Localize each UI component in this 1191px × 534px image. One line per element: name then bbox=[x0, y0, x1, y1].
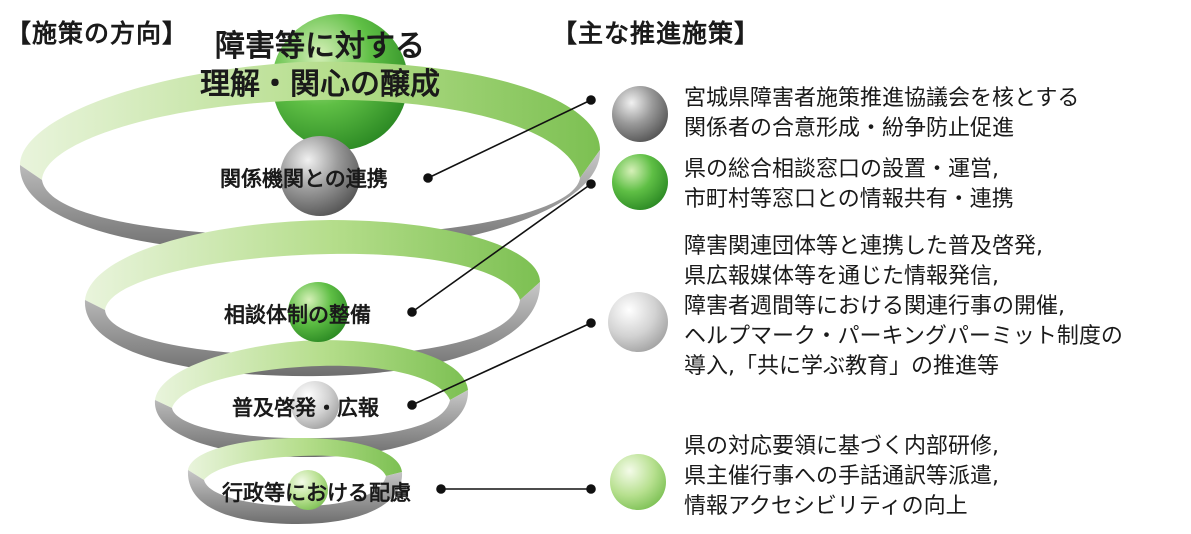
measure-1-line-1: 宮城県障害者施策推進協議会を核とする bbox=[684, 86, 1080, 111]
level-3-sphere bbox=[291, 381, 339, 429]
header-main-measures: 【主な推進施策】 bbox=[552, 19, 761, 48]
spiral-loop-2 bbox=[84, 220, 541, 377]
measure-2-sphere bbox=[612, 154, 668, 210]
level-1-sphere bbox=[280, 136, 360, 216]
level-3-label: 普及啓発・広報 bbox=[232, 396, 379, 420]
connector-dot-left-1 bbox=[423, 173, 433, 183]
goal-line-2: 理解・関心の醸成 bbox=[200, 67, 440, 102]
measure-3-text: 障害関連団体等と連携した普及啓発, 県広報媒体等を通じた情報発信, 障害者週間等… bbox=[684, 232, 1123, 382]
measure-4-sphere bbox=[610, 454, 666, 510]
measure-3-line-4: ヘルプマーク・パーキングパーミット制度の bbox=[684, 324, 1123, 349]
connectors bbox=[407, 95, 596, 494]
connector-dot-left-3 bbox=[407, 400, 417, 410]
measure-2-line-1: 県の総合相談窓口の設置・運営, bbox=[684, 157, 999, 182]
measure-3-line-2: 県広報媒体等を通じた情報発信, bbox=[684, 264, 999, 289]
connector-dot-right-4 bbox=[586, 484, 596, 494]
connector-line-2 bbox=[411, 183, 592, 313]
connector-line-3 bbox=[411, 322, 592, 406]
measure-2-line-2: 市町村等窓口との情報共有・連携 bbox=[684, 187, 1014, 212]
measure-1-sphere bbox=[612, 86, 668, 142]
connector-dot-right-1 bbox=[586, 95, 596, 105]
level-2-sphere bbox=[288, 282, 348, 342]
measure-4-text: 県の対応要領に基づく内部研修, 県主催行事への手話通訳等派遣, 情報アクセシビリ… bbox=[684, 432, 999, 522]
measure-4-line-2: 県主催行事への手話通訳等派遣, bbox=[684, 464, 999, 489]
connector-line-1 bbox=[427, 99, 592, 179]
measure-3-line-1: 障害関連団体等と連携した普及啓発, bbox=[684, 234, 1043, 259]
level-4-label: 行政等における配慮 bbox=[222, 481, 411, 505]
measure-4-line-3: 情報アクセシビリティの向上 bbox=[684, 494, 968, 519]
goal-line-1: 障害等に対する bbox=[215, 29, 425, 64]
goal-title: 障害等に対する 理解・関心の醸成 bbox=[180, 28, 460, 104]
measure-3-line-5: 導入,「共に学ぶ教育」の推進等 bbox=[684, 354, 999, 379]
connector-dot-right-2 bbox=[586, 179, 596, 189]
connector-dot-right-3 bbox=[586, 318, 596, 328]
measure-1-text: 宮城県障害者施策推進協議会を核とする 関係者の合意形成・紛争防止促進 bbox=[684, 84, 1079, 144]
spiral-loop-1 bbox=[19, 61, 601, 255]
level-4-sphere bbox=[288, 470, 328, 510]
spiral-loop-4 bbox=[187, 438, 403, 524]
measure-3-sphere bbox=[608, 292, 668, 352]
measure-2-text: 県の総合相談窓口の設置・運営, 市町村等窓口との情報共有・連携 bbox=[684, 155, 1014, 215]
level-1-label: 関係機関との連携 bbox=[220, 167, 388, 191]
connector-dot-left-4 bbox=[436, 484, 446, 494]
level-2-label: 相談体制の整備 bbox=[224, 303, 371, 327]
measure-1-line-2: 関係者の合意形成・紛争防止促進 bbox=[684, 116, 1015, 141]
connector-dot-left-2 bbox=[407, 307, 417, 317]
header-policy-direction: 【施策の方向】 bbox=[6, 19, 189, 48]
measure-3-line-3: 障害者週間等における関連行事の開催, bbox=[684, 294, 1065, 319]
spiral-loop-3 bbox=[154, 340, 469, 458]
measure-4-line-1: 県の対応要領に基づく内部研修, bbox=[684, 434, 999, 459]
